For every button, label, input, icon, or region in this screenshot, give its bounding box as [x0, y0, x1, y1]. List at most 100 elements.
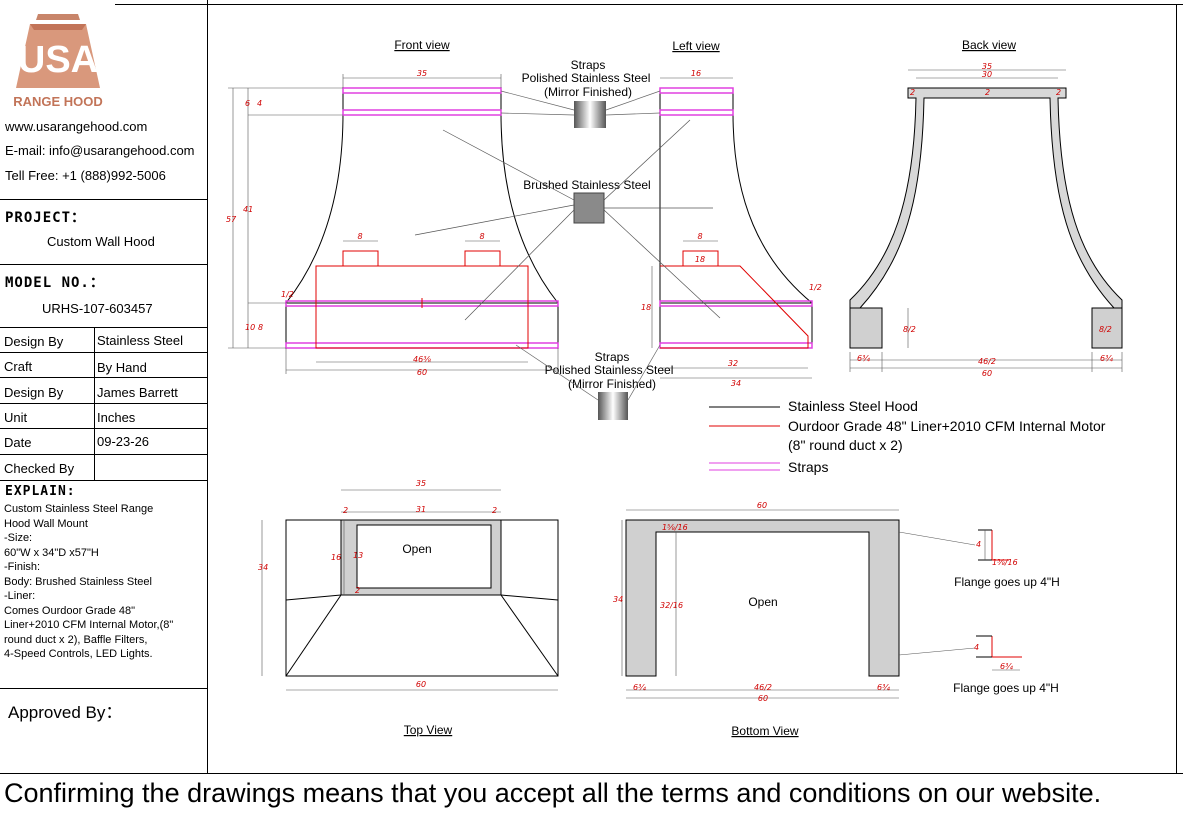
model-heading: MODEL NO.： — [5, 275, 105, 291]
strap — [659, 342, 813, 349]
dim-text: 8/2 — [1099, 325, 1112, 334]
strap — [342, 87, 502, 94]
dim-text: 18 — [695, 255, 705, 264]
flange-label: Flange goes up 4"H — [954, 575, 1060, 589]
dim-text: 8 — [357, 232, 362, 241]
legend-label: Straps — [788, 459, 828, 475]
flange-detail-2 — [976, 635, 1022, 671]
callout-brushed: Brushed Stainless Steel — [414, 119, 721, 321]
email-text[interactable]: E-mail: info@usarangehood.com — [5, 143, 195, 158]
dim-text: 8 — [697, 232, 702, 241]
divider — [0, 199, 207, 200]
back-view-title: Back view — [962, 38, 1016, 52]
legend-label: (8" round duct x 2) — [788, 437, 903, 453]
back-view — [849, 69, 1123, 372]
project-value: Custom Wall Hood — [47, 234, 155, 249]
dim-text: 1⅝/16 — [992, 558, 1018, 567]
dim-text: 60 — [416, 680, 426, 689]
strap — [342, 109, 502, 116]
footer-disclaimer: Confirming the drawings means that you a… — [4, 778, 1102, 808]
dim-text: 6¾ — [857, 354, 870, 363]
strap — [659, 300, 813, 307]
dimension-lines — [261, 489, 558, 691]
dim-text: 41 — [243, 205, 253, 214]
dim-text: 34 — [731, 379, 741, 388]
open-label: Open — [748, 595, 777, 609]
bottom-view-title: Bottom View — [731, 724, 798, 738]
dim-text: 6¾ — [1000, 662, 1013, 671]
legend-label: Stainless Steel Hood — [788, 398, 918, 414]
website-text[interactable]: www.usarangehood.com — [5, 119, 148, 134]
callout-text: (Mirror Finished) — [568, 377, 656, 391]
dim-text: 6¾ — [633, 683, 646, 692]
divider — [0, 403, 207, 404]
dim-text: 2 — [1056, 88, 1061, 97]
logo-text: USA — [18, 39, 98, 81]
spec-label: Craft — [4, 359, 33, 374]
explain-text: Custom Stainless Steel Range Hood Wall M… — [4, 503, 174, 660]
dim-text: 10 — [245, 323, 255, 332]
brushed-swatch — [573, 192, 605, 224]
spec-value: 09-23-26 — [97, 434, 150, 449]
dim-text: 32/16 — [660, 601, 683, 610]
divider — [0, 264, 207, 265]
frame-top — [115, 4, 1183, 5]
dim-text: 46/2 — [978, 357, 996, 366]
dim-text: 46/2 — [754, 683, 772, 692]
callout-text: (Mirror Finished) — [544, 85, 632, 99]
flange-detail-1 — [978, 529, 1009, 561]
dim-text: 8 — [258, 323, 263, 332]
callout-text: Brushed Stainless Steel — [523, 178, 650, 192]
dimension-lines — [651, 77, 812, 379]
project-heading: PROJECT： — [5, 210, 87, 226]
dim-text: 1/2 — [281, 290, 294, 299]
dim-text: 16 — [691, 69, 701, 78]
callout-text: Straps — [595, 350, 630, 364]
dim-text: 30 — [982, 70, 992, 79]
front-view — [228, 74, 559, 374]
dimension-lines — [621, 509, 976, 699]
top-view — [261, 489, 559, 691]
dim-text: 8/2 — [903, 325, 916, 334]
dimension-lines — [228, 74, 559, 374]
dim-text: 6¾ — [877, 683, 890, 692]
spec-value: James Barrett — [97, 385, 178, 400]
dim-text: 34 — [258, 563, 268, 572]
model-value: URHS-107-603457 — [42, 301, 153, 316]
flange-label: Flange goes up 4"H — [953, 681, 1059, 695]
dim-text: 6 — [245, 99, 250, 108]
liner-outline — [315, 250, 529, 349]
open-label: Open — [402, 542, 431, 556]
technical-drawing: Front view Left view Back view Top View … — [226, 38, 1123, 738]
dim-text: 1⅝/16 — [662, 523, 688, 532]
dim-text: 13 — [353, 551, 363, 560]
spec-label: Unit — [4, 410, 28, 425]
usa-range-hood-logo: USA RANGE HOOD — [13, 14, 103, 109]
dim-text: 4 — [974, 643, 979, 652]
dim-text: 2 — [343, 506, 348, 515]
strap — [659, 109, 734, 116]
divider — [0, 352, 207, 353]
dim-text: 6¾ — [1100, 354, 1113, 363]
dim-text: 60 — [982, 369, 992, 378]
spec-value: Inches — [97, 410, 136, 425]
dim-text: 2 — [492, 506, 497, 515]
liner-outline — [660, 250, 809, 349]
divider — [0, 454, 207, 455]
front-view-title: Front view — [394, 38, 450, 52]
logo-subtext: RANGE HOOD — [13, 94, 103, 109]
footer-divider — [0, 773, 1183, 774]
polished-swatch — [598, 392, 628, 420]
spec-label: Design By — [4, 334, 64, 349]
divider — [0, 480, 207, 481]
dim-text: 2 — [910, 88, 915, 97]
dim-text: 32 — [728, 359, 738, 368]
dim-text: 4 — [257, 99, 262, 108]
dimension-lines — [849, 69, 1123, 372]
dim-text: 2 — [355, 586, 360, 595]
left-view-title: Left view — [672, 39, 720, 53]
dim-text: 34 — [613, 595, 623, 604]
dim-text: 31 — [416, 505, 426, 514]
polished-swatch — [574, 101, 606, 128]
dim-text: 35 — [982, 62, 992, 71]
